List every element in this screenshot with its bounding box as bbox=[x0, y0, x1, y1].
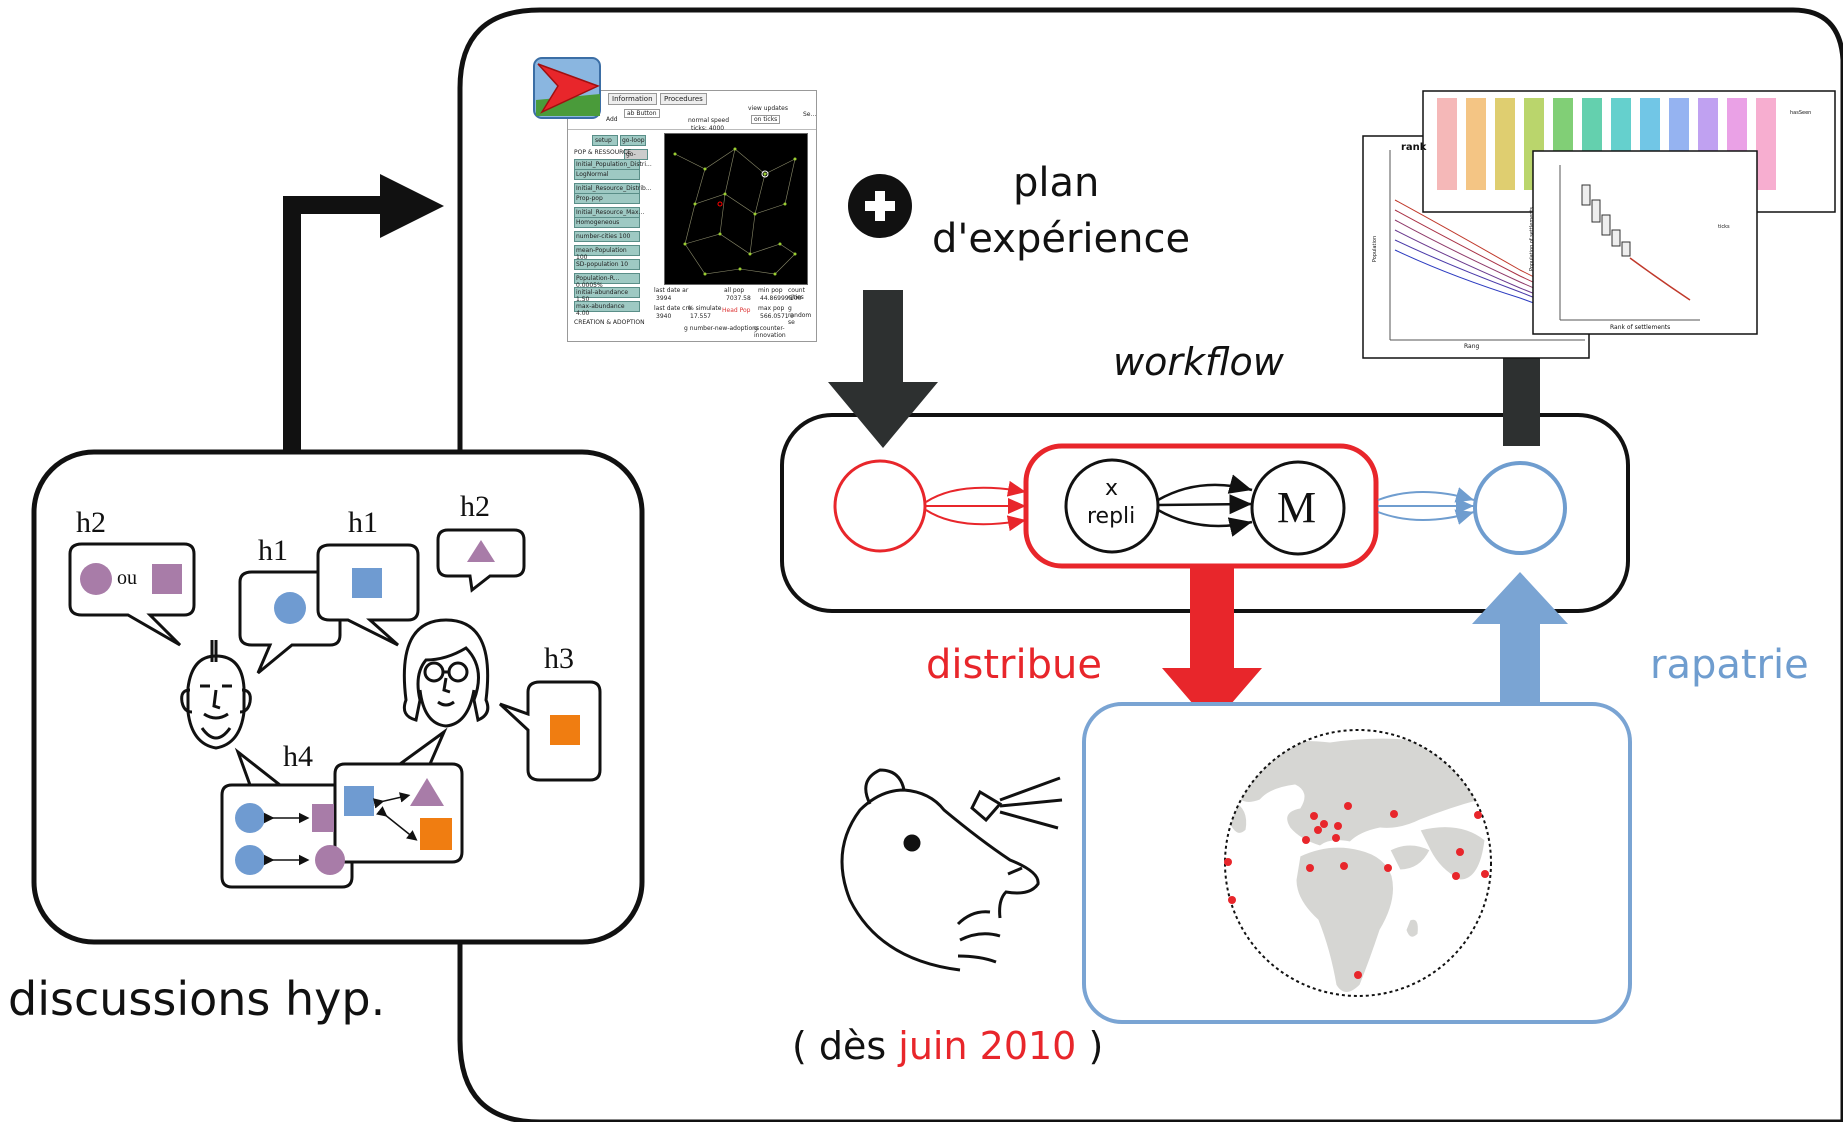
purple-square bbox=[152, 564, 182, 594]
bubble-label-h3: h3 bbox=[544, 642, 574, 675]
bubble-label-h2: h2 bbox=[460, 490, 490, 523]
boxplot-xlabel: Rank of settlements bbox=[1610, 324, 1671, 331]
model-node bbox=[1250, 460, 1346, 556]
replication-node-label: repli bbox=[1087, 504, 1136, 529]
setup-button[interactable]: setup bbox=[592, 135, 618, 146]
bubble-label-h1: h1 bbox=[258, 534, 288, 567]
input-arrow bbox=[828, 290, 938, 448]
globe-map bbox=[1224, 729, 1492, 997]
ticks-label: ticks: 4000 bbox=[691, 125, 725, 132]
blue-square bbox=[344, 786, 374, 816]
since-date: juin 2010 bbox=[898, 1024, 1077, 1068]
slider-4[interactable]: Prop-pop bbox=[574, 193, 640, 204]
world-view: ticks: 4000 bbox=[664, 125, 808, 285]
mouse-icon bbox=[840, 768, 1063, 972]
rank-chart-xlabel: Rang bbox=[1464, 343, 1480, 350]
results-charts bbox=[1362, 90, 1836, 359]
since-prefix: ( dès bbox=[792, 1024, 899, 1068]
workflow-title: workflow bbox=[1113, 340, 1284, 384]
slider-10[interactable]: Population-R... 0.0005% bbox=[574, 273, 640, 289]
since-date-label: ( dès juin 2010 ) bbox=[792, 1024, 1103, 1068]
tab-information[interactable]: Information bbox=[608, 93, 657, 105]
add-label: Add bbox=[606, 116, 618, 123]
replication-node bbox=[1064, 458, 1160, 554]
grid-sites bbox=[1224, 802, 1489, 979]
tab-procedures[interactable]: Procedures bbox=[660, 93, 707, 105]
replication-node-x: x bbox=[1105, 476, 1119, 501]
bubble-label-h2: h2 bbox=[76, 506, 106, 539]
output-node bbox=[1473, 461, 1567, 555]
plan-label-line1: plan bbox=[1013, 160, 1100, 206]
monitors: last date ar 3994 all pop 7037.58 min po… bbox=[654, 287, 812, 339]
blue-circle bbox=[235, 845, 265, 875]
facet-legend: hasSeen bbox=[1790, 110, 1812, 116]
discussion-caption: discussions hyp. bbox=[8, 972, 386, 1026]
slider-8[interactable]: mean-Population 100 bbox=[574, 245, 640, 261]
bubble-text-ou: ou bbox=[117, 567, 137, 589]
orange-square bbox=[550, 715, 580, 745]
purple-circle bbox=[80, 563, 112, 595]
model-node-label: M bbox=[1277, 483, 1317, 532]
purple-triangle bbox=[467, 540, 495, 562]
netlogo-window: Information Procedures Add ab Button nor… bbox=[567, 90, 817, 342]
on-ticks-select[interactable]: on ticks bbox=[751, 115, 781, 124]
boxplot-ylabel: Population of settlements bbox=[1529, 206, 1536, 272]
slider-7[interactable]: number-cities 100 bbox=[574, 231, 640, 242]
purple-triangle bbox=[410, 778, 444, 806]
netlogo-logo-icon bbox=[533, 57, 601, 119]
plan-label-line2: d'expérience bbox=[932, 216, 1191, 262]
blue-square bbox=[352, 568, 382, 598]
slider-12[interactable]: max-abundance 4.00 bbox=[574, 301, 640, 317]
blue-circle bbox=[235, 803, 265, 833]
orange-square bbox=[420, 818, 452, 850]
repatriate-label: rapatrie bbox=[1650, 642, 1809, 688]
bubble-label-h4: h4 bbox=[283, 740, 313, 773]
button-selector[interactable]: ab Button bbox=[624, 109, 660, 118]
boxplot-legend: ticks bbox=[1718, 224, 1730, 230]
repatriate-arrow bbox=[1472, 572, 1568, 706]
blue-circle bbox=[274, 592, 306, 624]
since-suffix: ) bbox=[1076, 1024, 1104, 1068]
slider-2[interactable]: LogNormal bbox=[574, 169, 640, 180]
elbow-arrow bbox=[283, 174, 444, 455]
speed-label: normal speed bbox=[688, 117, 730, 124]
rank-chart-title: rank bbox=[1401, 142, 1427, 153]
slider-11[interactable]: initial-abundance 1.50 bbox=[574, 287, 640, 303]
woman-face-icon bbox=[402, 618, 490, 728]
slider-9[interactable]: SD-population 10 bbox=[574, 259, 640, 270]
slider-6[interactable]: Homogeneous bbox=[574, 217, 640, 228]
view-updates-label: view updates bbox=[748, 105, 788, 112]
slider-13: CREATION & ADOPTION bbox=[574, 319, 645, 326]
rank-chart-ylabel: Population bbox=[1372, 235, 1379, 263]
plus-circle-icon bbox=[848, 174, 912, 238]
bubble-label-h1: h1 bbox=[348, 506, 378, 539]
go-loop-button[interactable]: go-loop bbox=[620, 135, 646, 146]
platform-frame bbox=[457, 7, 1843, 1122]
distribute-label: distribue bbox=[926, 642, 1102, 688]
slider-0: POP & RESSOURCE bbox=[574, 149, 631, 156]
input-node bbox=[833, 459, 927, 553]
distribute-arrow bbox=[1162, 566, 1262, 726]
man-face-icon bbox=[180, 640, 252, 750]
settings-button[interactable]: Se... bbox=[803, 111, 817, 118]
